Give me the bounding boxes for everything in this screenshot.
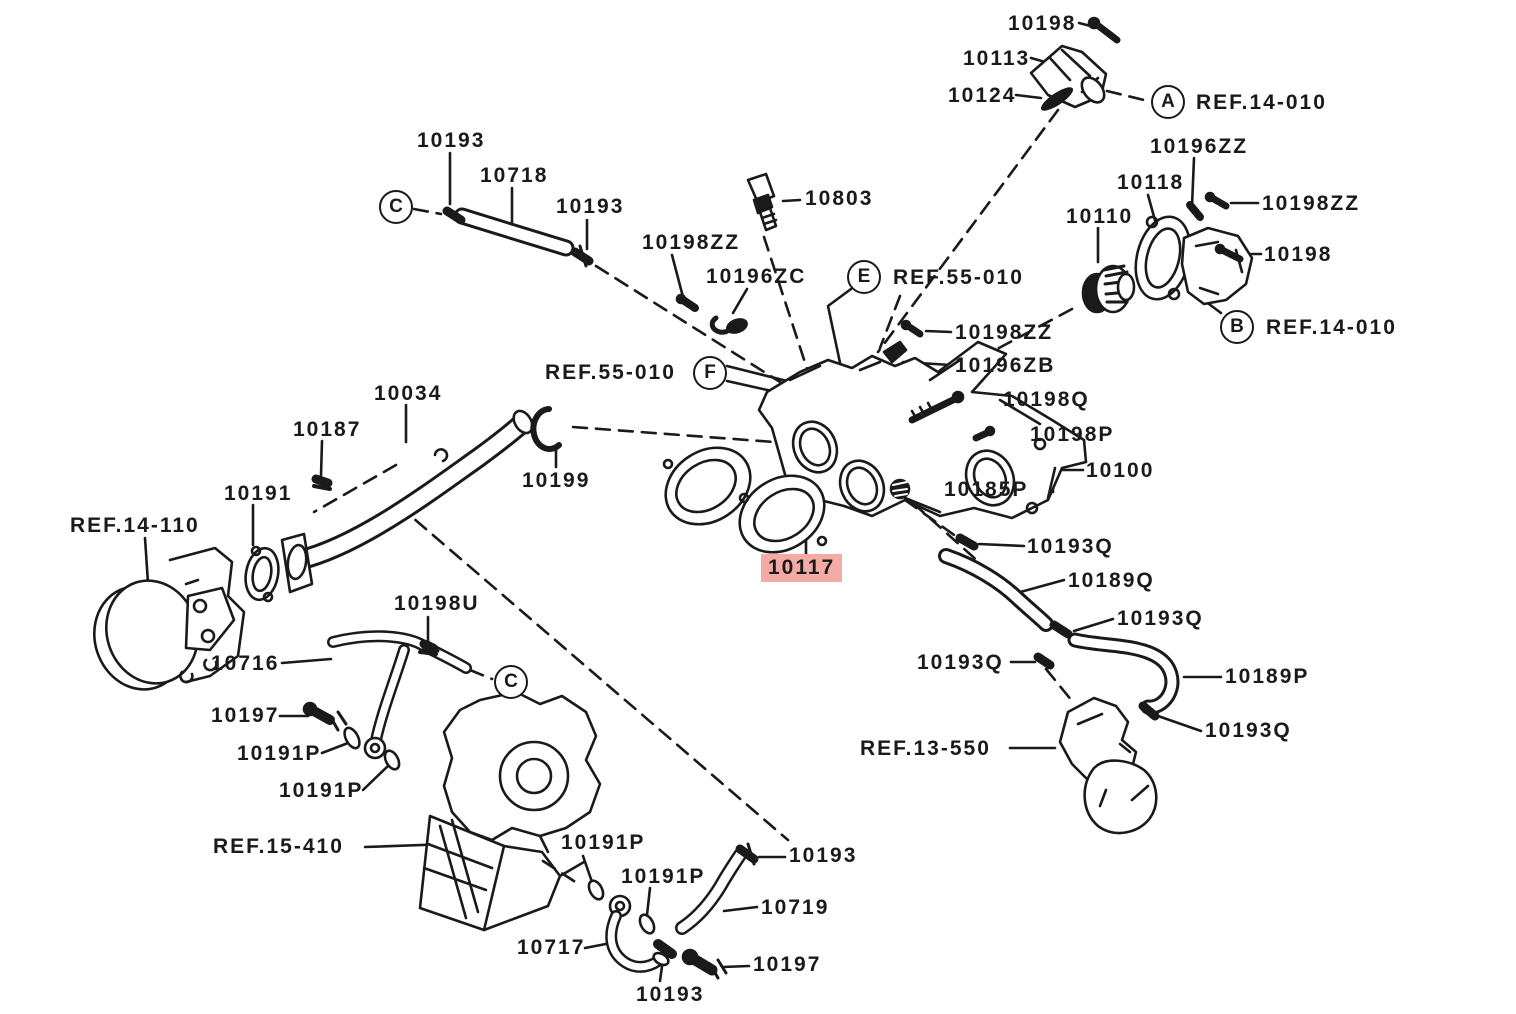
part-10718-hose [442,206,594,268]
part-label-10716: 10716 [211,652,280,675]
part-label-10198zz-2: 10198ZZ [955,321,1054,344]
part-label-10196zc: 10196ZC [706,265,807,288]
part-label-10193q-4: 10193Q [1205,719,1292,742]
small-fasteners [675,293,924,377]
part-label-10717: 10717 [517,936,586,959]
part-label-10100: 10100 [1086,459,1155,482]
part-label-10191: 10191 [224,482,293,505]
leader-lines [143,21,1263,983]
part-water-inlet-housing-B [1180,191,1254,306]
ref-label-14-010-b: REF.14-010 [1266,316,1397,339]
callout-circle-c2: C [494,665,528,699]
callout-circle-b: B [1220,310,1254,344]
part-label-10719: 10719 [761,896,830,919]
part-label-10191p-2: 10191P [279,779,364,802]
misc-small-parts [420,406,562,653]
part-label-10199: 10199 [522,469,591,492]
part-10803-sensor [746,172,778,232]
part-label-10187: 10187 [293,418,362,441]
part-label-10198p: 10198P [1030,423,1115,446]
part-label-10198zz-1: 10198ZZ [642,231,741,254]
part-10717-10719 [587,842,759,980]
part-10110-thermostat [1081,264,1136,314]
part-label-10193-4: 10193 [636,983,705,1006]
part-label-10803: 10803 [805,187,874,210]
ref-label-13-550: REF.13-550 [860,737,991,760]
part-label-10118: 10118 [1117,171,1185,194]
part-10118-gasket [1134,215,1192,301]
part-label-10193-2: 10193 [556,195,625,218]
part-ref13-550 [1058,696,1158,835]
part-label-10718: 10718 [480,164,549,187]
ref-label-14-010-a: REF.14-010 [1196,91,1327,114]
part-label-10193-1: 10193 [417,129,486,152]
part-label-10193q-1: 10193Q [1027,535,1114,558]
part-label-10189p: 10189P [1225,665,1310,688]
part-10100-manifold [757,340,1088,520]
part-label-10197-bottom: 10197 [753,953,822,976]
part-label-10197-top: 10197 [211,704,280,727]
part-label-10193q-2: 10193Q [1117,607,1204,630]
callout-circle-a: A [1151,85,1185,119]
part-label-10189q: 10189Q [1068,569,1155,592]
part-label-10196zb: 10196ZB [955,354,1056,377]
callout-circle-c: C [379,190,413,224]
part-label-10198-top: 10198 [1008,12,1077,35]
part-label-10193q-3: 10193Q [917,651,1004,674]
part-label-10113: 10113 [963,47,1031,70]
part-10189-hoses [938,533,1180,721]
callout-circle-f: F [693,356,727,390]
part-label-10191p-3: 10191P [561,831,646,854]
part-label-10191p-4: 10191P [621,865,706,888]
ref-label-14-110: REF.14-110 [70,514,200,537]
part-label-10198q: 10198Q [1003,388,1090,411]
part-label-10196zz: 10196ZZ [1150,135,1249,158]
part-label-10034: 10034 [374,382,443,405]
ref-label-55-010-e: REF.55-010 [893,266,1024,289]
part-10034-pipe [244,409,534,603]
part-label-10124: 10124 [948,84,1017,107]
part-label-10198zz-r: 10198ZZ [1262,192,1361,215]
ref-label-15-410: REF.15-410 [213,835,344,858]
part-ref15-410-engine [418,690,602,932]
part-label-10185p: 10185P [944,478,1029,501]
part-label-10198-r: 10198 [1264,243,1333,266]
part-10117-gasket [662,446,828,554]
part-label-10191p-1: 10191P [237,742,322,765]
part-label-10198u: 10198U [394,592,480,615]
part-label-10193-3: 10193 [789,844,858,867]
part-label-10110: 10110 [1066,205,1134,228]
part-10716-pipe [184,586,472,771]
part-10113-assembly [1029,16,1121,111]
part-label-10117-highlighted: 10117 [761,554,843,582]
ref-label-55-010-f: REF.55-010 [545,361,676,384]
callout-circle-e: E [847,260,881,294]
